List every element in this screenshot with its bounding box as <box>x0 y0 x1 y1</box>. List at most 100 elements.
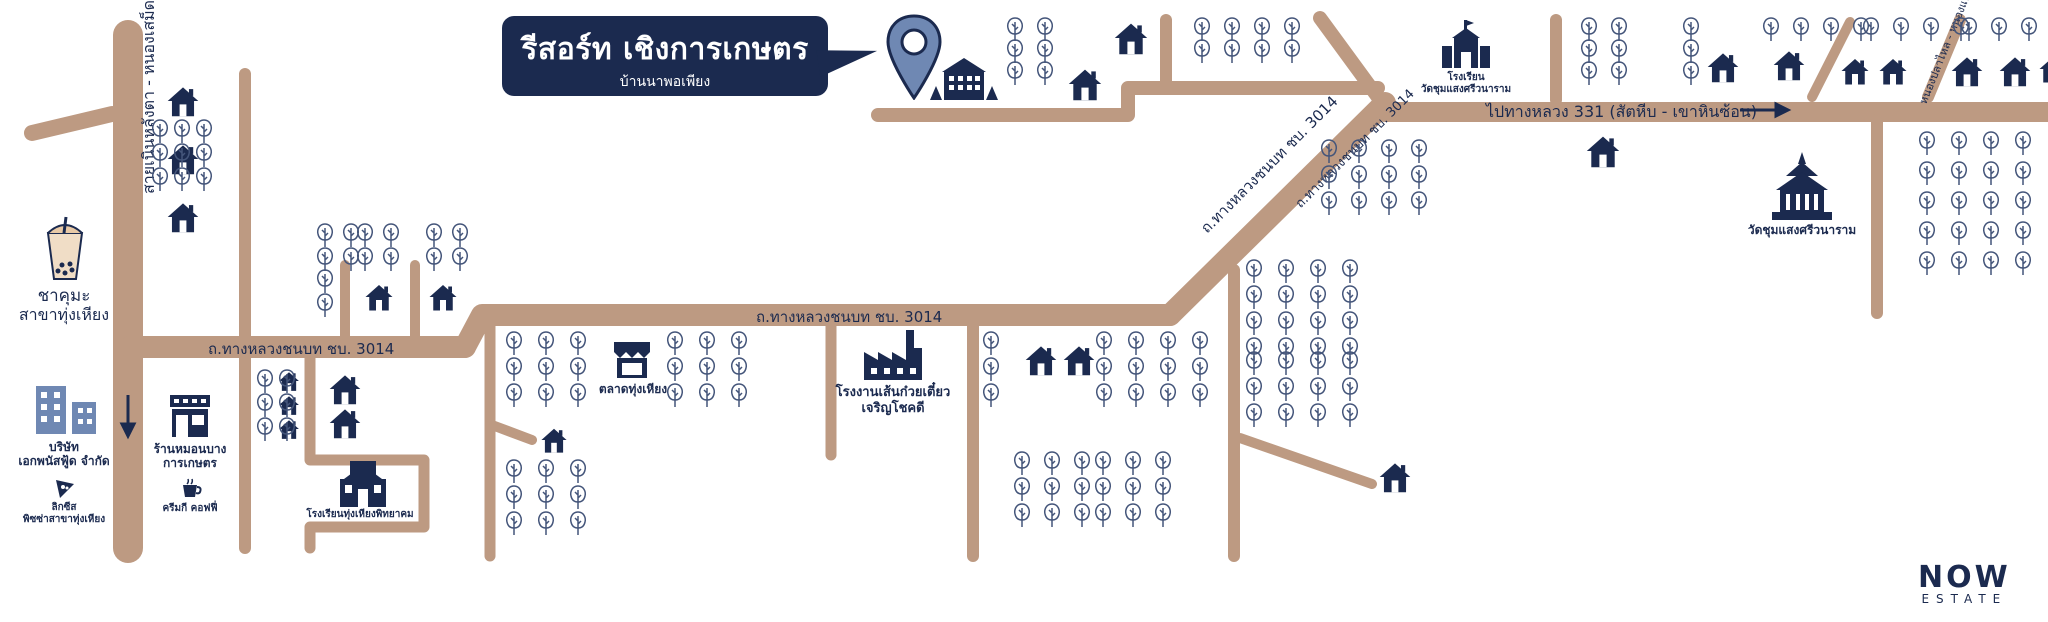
tree-icon <box>1341 402 1359 432</box>
tree-icon <box>569 330 587 360</box>
tree-icon <box>505 510 523 540</box>
tree-icon <box>666 330 684 360</box>
store-icon <box>170 395 210 437</box>
tree-icon <box>1309 350 1327 380</box>
tree-icon <box>1283 38 1301 68</box>
now-estate-logo: NOW ESTATE <box>1918 560 2011 606</box>
tree-icon <box>1792 16 1810 46</box>
tree-icon <box>256 368 274 398</box>
tree-icon <box>1682 38 1700 68</box>
tree-icon <box>173 118 191 148</box>
tree-icon <box>1277 402 1295 432</box>
house-icon <box>328 406 362 444</box>
tree-icon <box>451 222 469 252</box>
tree-icon <box>505 484 523 514</box>
house-icon <box>166 200 200 238</box>
tree-icon <box>537 356 555 386</box>
tree-icon <box>537 382 555 412</box>
place-pizza-1: ลิกซีส <box>51 502 77 513</box>
tree-icon <box>151 142 169 172</box>
tree-icon <box>1341 376 1359 406</box>
tree-icon <box>1277 376 1295 406</box>
tree-icon <box>278 368 296 398</box>
tree-icon <box>1341 284 1359 314</box>
place-pizza-2: พิซซ่าสาขาทุ่งเหียง <box>22 514 106 525</box>
tree-icon <box>1350 164 1368 194</box>
tree-icon <box>666 356 684 386</box>
tree-icon <box>1410 138 1428 168</box>
temple-icon <box>1772 152 1832 220</box>
tree-icon <box>1154 476 1172 506</box>
tree-icon <box>505 458 523 488</box>
tree-icon <box>698 330 716 360</box>
tree-icon <box>356 222 374 252</box>
tree-icon <box>730 356 748 386</box>
tree-icon <box>1918 250 1936 280</box>
tree-icon <box>1006 16 1024 46</box>
tree-icon <box>1410 190 1428 220</box>
tree-icon <box>2014 130 2032 160</box>
house-icon <box>1062 343 1096 381</box>
tree-icon <box>278 416 296 446</box>
place-market: ตลาดทุ่งเหียง <box>598 382 668 396</box>
logo-small: ESTATE <box>1921 592 2008 606</box>
school-left-icon <box>340 461 386 507</box>
tree-icon <box>451 246 469 276</box>
tree-icon <box>151 118 169 148</box>
house-icon <box>1067 66 1103 106</box>
tree-icon <box>316 292 334 322</box>
place-fert-2: การเกษตร <box>163 456 217 470</box>
tree-icon <box>1682 16 1700 46</box>
tree-icon <box>1253 16 1271 46</box>
resort-icon <box>930 58 998 100</box>
tree-icon <box>425 246 443 276</box>
tree-icon <box>1191 382 1209 412</box>
house-icon <box>1378 460 1412 498</box>
place-school-right-1: โรงเรียน <box>1447 72 1485 83</box>
road-diagonal <box>1159 92 1396 326</box>
road-main-center <box>454 304 1181 358</box>
tree-icon <box>1191 356 1209 386</box>
tree-icon <box>1960 16 1978 46</box>
road-diag-r1 <box>1807 17 1855 102</box>
tree-icon <box>1127 356 1145 386</box>
tree-icon <box>1309 376 1327 406</box>
tree-icon <box>1095 356 1113 386</box>
tree-icon <box>1580 38 1598 68</box>
tree-icon <box>1918 220 1936 250</box>
tree-icon <box>1223 16 1241 46</box>
house-icon <box>428 282 458 316</box>
tree-icon <box>1762 16 1780 46</box>
tree-icon <box>537 510 555 540</box>
tree-icon <box>173 166 191 196</box>
tree-icon <box>2014 250 2032 280</box>
tree-icon <box>1341 258 1359 288</box>
tree-icon <box>1036 16 1054 46</box>
arrow-down-icon <box>119 395 137 440</box>
tree-icon <box>1950 220 1968 250</box>
tree-icon <box>195 166 213 196</box>
tree-icon <box>1277 350 1295 380</box>
tree-icon <box>1159 330 1177 360</box>
house-icon <box>1024 343 1058 381</box>
tree-icon <box>1006 60 1024 90</box>
tree-icon <box>2014 160 2032 190</box>
place-school-left: โรงเรียนทุ่งเหียงพิทยาคม <box>306 509 414 520</box>
tree-icon <box>569 510 587 540</box>
tree-icon <box>1380 138 1398 168</box>
tree-icon <box>1006 38 1024 68</box>
arrow-icon <box>1740 101 1792 119</box>
tree-icon <box>1013 450 1031 480</box>
road-v5-branch <box>487 420 537 445</box>
tree-icon <box>1245 350 1263 380</box>
tree-icon <box>698 356 716 386</box>
tree-icon <box>505 330 523 360</box>
school-right-icon <box>1442 20 1490 68</box>
tree-icon <box>1892 16 1910 46</box>
coffee-icon <box>183 478 202 497</box>
road-left-stub <box>24 106 120 141</box>
tree-icon <box>569 458 587 488</box>
tree-icon <box>256 416 274 446</box>
tree-icon <box>316 222 334 252</box>
tree-icon <box>1159 356 1177 386</box>
